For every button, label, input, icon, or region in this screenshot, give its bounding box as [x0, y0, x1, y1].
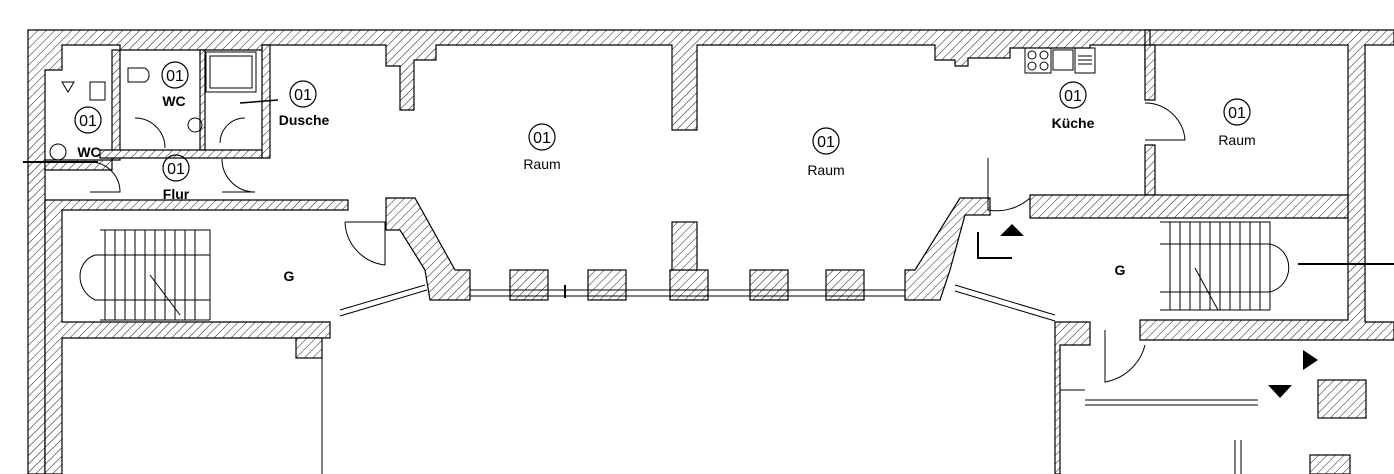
stair-right-core-wall: [904, 197, 991, 301]
wc-left-toilet: [49, 143, 67, 161]
room-wc-mid: 01 WC: [161, 61, 189, 109]
wall-wc-left: [111, 49, 121, 161]
room-kueche: 01 Küche: [1052, 81, 1095, 131]
door-stair-left: [344, 221, 386, 266]
door-dusche: [219, 117, 246, 144]
wall-pier-right-1: [1317, 379, 1367, 419]
stair-right-label: G: [1115, 262, 1126, 278]
stair-left-core-wall: [385, 197, 471, 301]
room-raum-2: 01 Raum: [807, 127, 845, 178]
arrow-right-icon: [1303, 350, 1318, 370]
svg-text:WC: WC: [77, 144, 100, 160]
svg-text:01: 01: [817, 134, 835, 151]
room-wc-left: 01 WC: [74, 106, 102, 160]
wall-flur-bottom: [99, 149, 263, 159]
wc-left-sink: [89, 81, 106, 101]
wall-right-lower: [1054, 321, 1091, 474]
arrow-down-icon: [1268, 385, 1292, 398]
thin-lines: [23, 47, 1394, 474]
svg-text:01: 01: [533, 130, 551, 147]
room-labels: 01 WC 01 WC 01 Dusche 01 Flur 01 Raum 01…: [74, 61, 1256, 284]
svg-text:Flur: Flur: [163, 186, 190, 202]
left-wall-middle: [44, 199, 349, 474]
wall-kitchen-lower: [1144, 144, 1156, 196]
svg-text:Dusche: Dusche: [279, 112, 330, 128]
svg-text:Raum: Raum: [1218, 132, 1255, 148]
wc-left-basin: [61, 81, 75, 93]
door-stair-right: [987, 158, 1031, 212]
svg-text:Raum: Raum: [807, 162, 844, 178]
arrow-up-icon: [1000, 224, 1024, 236]
stair-right-treads: [1169, 222, 1261, 310]
svg-text:01: 01: [1064, 88, 1082, 105]
door-kitchen: [1144, 102, 1186, 141]
wc-mid-toilet: [187, 117, 203, 133]
svg-text:01: 01: [79, 113, 97, 130]
svg-text:Küche: Küche: [1052, 115, 1095, 131]
window-pier-4: [749, 269, 789, 301]
wall-kitchen-bottom: [1029, 194, 1349, 219]
svg-text:01: 01: [1228, 105, 1246, 122]
walls: [27, 29, 1394, 474]
svg-text:01: 01: [167, 161, 185, 178]
room-raum-3: 01 Raum: [1218, 98, 1256, 148]
svg-text:01: 01: [294, 87, 312, 104]
window-pier-5: [825, 269, 865, 301]
wall-kitchen-left: [1144, 29, 1151, 46]
door-wc-mid: [134, 117, 166, 149]
stair-left-treads: [104, 230, 196, 320]
wall-dusche-left: [199, 49, 206, 151]
outer-wall-top: [27, 29, 1394, 474]
stove: [1024, 47, 1052, 74]
room-raum-1: 01 Raum: [523, 123, 561, 172]
door-lower-right: [1104, 330, 1146, 383]
svg-text:01: 01: [166, 68, 184, 85]
shower-tray-inner: [209, 55, 253, 89]
window-pier-1: [509, 269, 549, 301]
window-pier-2: [587, 269, 627, 301]
wall-pier-left-lower: [295, 337, 323, 359]
wc-mid-bowl: [127, 67, 150, 83]
svg-text:WC: WC: [162, 93, 185, 109]
svg-text:Raum: Raum: [523, 156, 560, 172]
door-flur-right: [221, 158, 256, 193]
oven: [1052, 49, 1074, 71]
direction-markers: [1000, 224, 1318, 398]
window-pier-6: [671, 221, 698, 271]
wall-pier-right-2: [1309, 454, 1351, 474]
room-flur: 01 Flur: [162, 154, 190, 202]
window-pier-3: [669, 269, 709, 301]
wall-kitchen-divider: [1144, 44, 1156, 101]
room-dusche: 01 Dusche: [239, 80, 330, 128]
sink-kitchen: [1074, 47, 1096, 74]
stair-left-label: G: [284, 268, 295, 284]
shower-tray: [205, 51, 257, 93]
